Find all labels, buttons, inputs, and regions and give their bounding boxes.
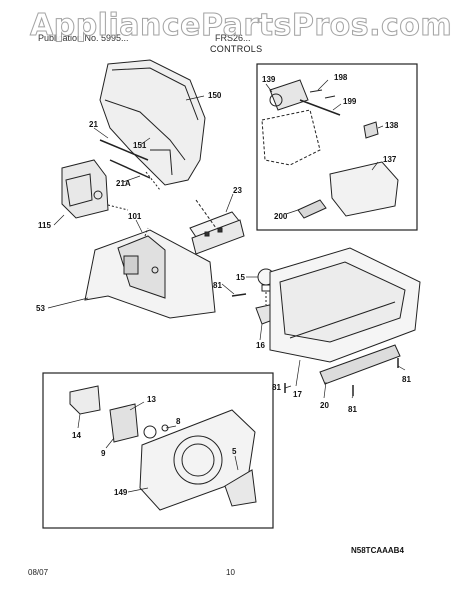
callout-15: 15	[236, 273, 245, 282]
switch-115	[61, 159, 129, 219]
console-housing-17	[269, 247, 421, 363]
callout-20: 20	[320, 401, 329, 410]
callout-81-lower: 81	[272, 383, 281, 392]
callout-138: 138	[385, 121, 399, 130]
control-board-23	[189, 199, 245, 255]
callout-21: 21	[89, 120, 98, 129]
callout-81-right: 81	[402, 375, 411, 384]
callout-151: 151	[133, 141, 147, 150]
callout-139: 139	[262, 75, 276, 84]
callout-53: 53	[36, 304, 45, 313]
section-title: CONTROLS	[210, 44, 263, 54]
callout-17: 17	[293, 390, 302, 399]
callout-101: 101	[128, 212, 142, 221]
drawing-code: N58TCAAAB4	[351, 546, 404, 555]
callout-16: 16	[256, 341, 265, 350]
callout-5: 5	[232, 447, 237, 456]
callout-81-mid: 81	[213, 281, 222, 290]
housing-53	[84, 227, 216, 319]
callout-8: 8	[176, 417, 181, 426]
callout-23: 23	[233, 186, 242, 195]
callout-9: 9	[101, 449, 106, 458]
callout-199: 199	[343, 97, 357, 106]
callout-200: 200	[274, 212, 288, 221]
callout-137: 137	[383, 155, 397, 164]
callout-13: 13	[147, 395, 156, 404]
callout-81-bottom: 81	[348, 405, 357, 414]
model-number: FRS26...	[215, 33, 251, 43]
callout-198: 198	[334, 73, 348, 82]
trim-20	[319, 344, 401, 385]
footer-page-number: 10	[226, 568, 235, 577]
sensor-21-21a	[99, 139, 161, 191]
leader-lines	[47, 79, 406, 493]
dispenser-inset-box	[256, 63, 418, 231]
callout-115: 115	[38, 221, 51, 230]
publication-number: Publication No. 5995...	[38, 33, 129, 43]
callout-149: 149	[114, 488, 128, 497]
callout-150: 150	[208, 91, 222, 100]
callout-14: 14	[72, 431, 81, 440]
footer-date: 08/07	[28, 568, 49, 577]
air-duct-150-151	[99, 59, 206, 186]
fan-inset-box	[42, 372, 274, 529]
callout-21a: 21A	[116, 179, 131, 188]
